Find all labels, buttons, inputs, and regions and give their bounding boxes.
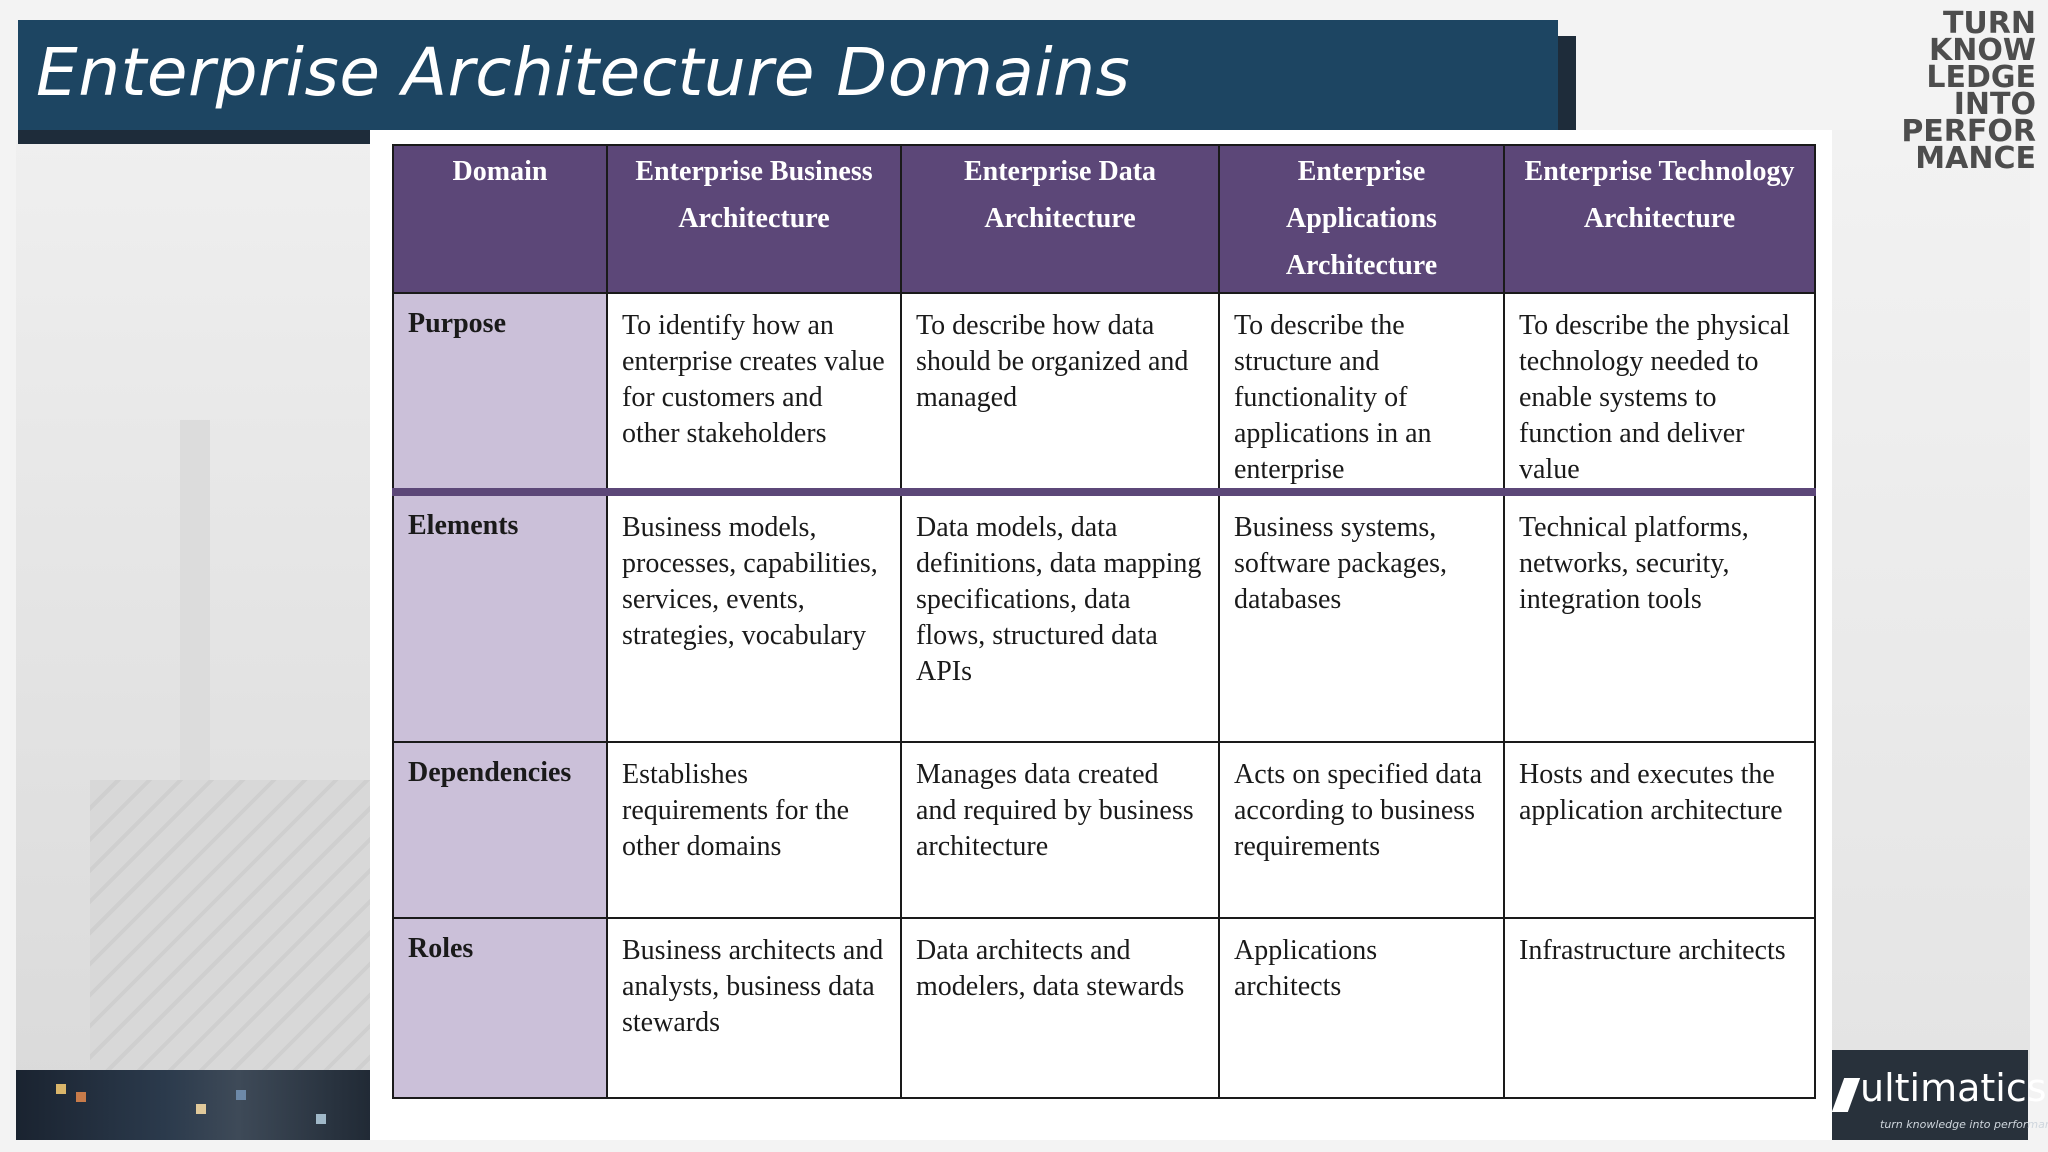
table-cell: Business models, processes, capabilities… xyxy=(606,491,902,743)
table-cell: Manages data created and required by bus… xyxy=(900,741,1220,919)
table-cell: To describe how data should be organized… xyxy=(900,292,1220,496)
title-banner xyxy=(18,20,1558,130)
table-cell: Acts on specified data according to busi… xyxy=(1218,741,1505,919)
table-cell: Data models, data definitions, data mapp… xyxy=(900,491,1220,743)
table-row: Dependencies Establishes requirements fo… xyxy=(392,741,1816,919)
header-row: Domain Enterprise Business Architecture … xyxy=(392,144,1816,294)
slide-title: Enterprise Architecture Domains xyxy=(36,34,1131,111)
table-cell: Infrastructure architects xyxy=(1503,917,1816,1099)
tagline-line: LEDGE xyxy=(1926,60,2036,95)
row-label-purpose: Purpose xyxy=(392,292,608,496)
background-building xyxy=(90,780,370,1080)
background-right xyxy=(1830,130,2030,1070)
table-cell: Applications architects xyxy=(1218,917,1505,1099)
brand-subtitle: turn knowledge into performance xyxy=(1880,1118,2048,1131)
tagline-logo: TURN KNOW LEDGE INTO PERFOR MANCE xyxy=(1900,6,2036,176)
header-cell-domain: Domain xyxy=(392,144,608,294)
table-row: Elements Business models, processes, cap… xyxy=(392,491,1816,743)
row-label-roles: Roles xyxy=(392,917,608,1099)
tagline-line: INTO xyxy=(1953,87,2036,122)
table-cell: To describe the physical technology need… xyxy=(1503,292,1816,496)
tagline-line: TURN xyxy=(1942,6,2036,41)
table-cell: To identify how an enterprise creates va… xyxy=(606,292,902,496)
tagline-line: KNOW xyxy=(1929,33,2036,68)
table-cell: Establishes requirements for the other d… xyxy=(606,741,902,919)
row-label-elements: Elements xyxy=(392,491,608,743)
background-night-photo-strip xyxy=(16,1070,386,1140)
header-cell-business: Enterprise Business Architecture xyxy=(606,144,902,294)
header-cell-applications: Enterprise Applications Architecture xyxy=(1218,144,1505,294)
header-cell-data: Enterprise Data Architecture xyxy=(900,144,1220,294)
table-cell: Data architects and modelers, data stewa… xyxy=(900,917,1220,1099)
table-row: Purpose To identify how an enterprise cr… xyxy=(392,292,1816,496)
tagline-line: MANCE xyxy=(1915,141,2036,176)
row-label-dependencies: Dependencies xyxy=(392,741,608,919)
table-cell: Business systems, software packages, dat… xyxy=(1218,491,1505,743)
table-cell: Business architects and analysts, busine… xyxy=(606,917,902,1099)
architecture-domains-table: Domain Enterprise Business Architecture … xyxy=(392,144,1816,1099)
table-cell: Technical platforms, networks, security,… xyxy=(1503,491,1816,743)
table-row: Roles Business architects and analysts, … xyxy=(392,917,1816,1099)
brand-name: ultimatics xyxy=(1860,1066,2047,1110)
brand-logo-box xyxy=(1832,1050,2028,1140)
table-cell: To describe the structure and functional… xyxy=(1218,292,1505,496)
background-tower xyxy=(180,420,210,820)
table-cell: Hosts and executes the application archi… xyxy=(1503,741,1816,919)
tagline-line: PERFOR xyxy=(1901,114,2036,149)
header-cell-technology: Enterprise Technology Architecture xyxy=(1503,144,1816,294)
